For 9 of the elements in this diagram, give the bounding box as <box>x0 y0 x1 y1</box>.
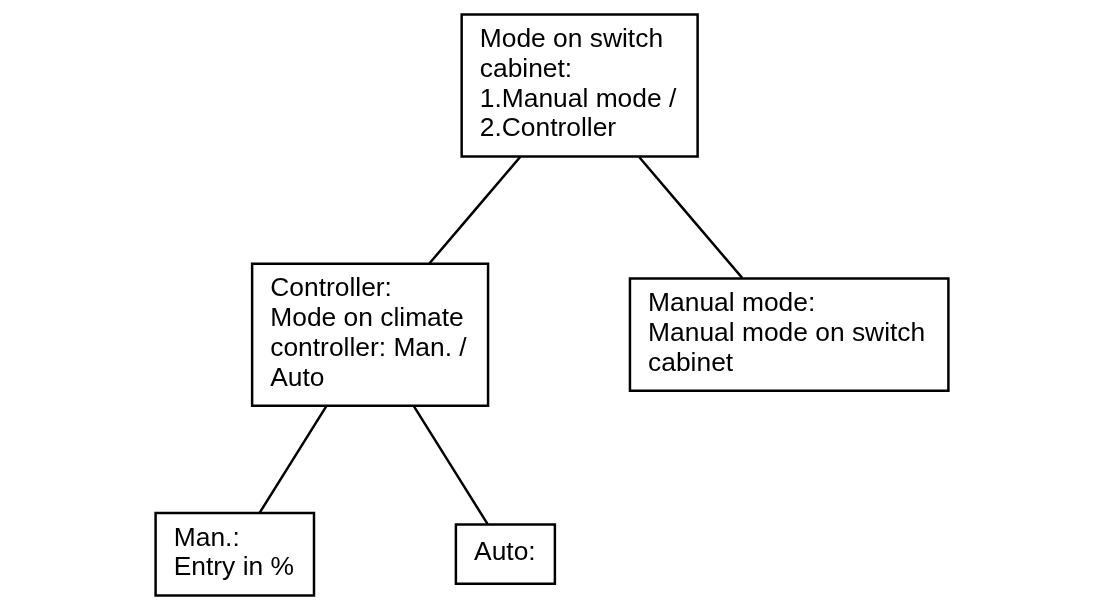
connector <box>412 405 489 525</box>
node-box: Controller: Mode on climate controller: Man. / Auto <box>250 262 489 407</box>
node-box: Man.: Entry in % <box>153 511 315 597</box>
connector <box>427 156 521 265</box>
node-box: Mode on switch cabinet: 1.Manual mode / 2.Controller <box>459 13 699 158</box>
connector <box>258 405 328 514</box>
connector <box>637 156 743 279</box>
node-box: Auto: <box>454 523 556 586</box>
node-box: Manual mode: Manual mode on switch cabinet <box>628 277 950 393</box>
